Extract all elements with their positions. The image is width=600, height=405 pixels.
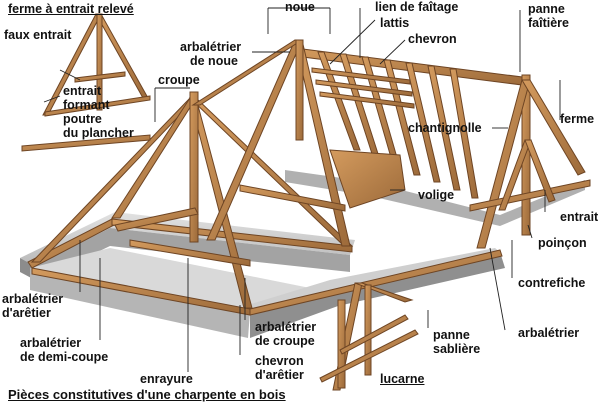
label-lattis: lattis (380, 16, 409, 30)
label-entrait-line2: formant (63, 98, 110, 112)
label-arbaletrier-croupe-line2: de croupe (255, 334, 315, 348)
label-entrait: entrait (560, 210, 598, 224)
label-entrait-line1: entrait (63, 84, 101, 98)
label-noue: noue (285, 0, 315, 14)
label-faux-entrait: faux entrait (4, 28, 71, 42)
label-enrayure: enrayure (140, 372, 193, 386)
label-arbaletrier-demi-coupe-line2: de demi-coupe (20, 350, 108, 364)
label-contrefiche: contrefiche (518, 276, 585, 290)
label-ferme: ferme (560, 112, 594, 126)
label-panne-faitiere-line1: panne (528, 2, 565, 16)
label-volige: volige (418, 188, 454, 202)
diagram-title: Pièces constitutives d'une charpente en … (8, 388, 286, 402)
label-arbaletrier-dareter-line1: arbalétrier (2, 292, 63, 306)
label-panne-sabliere-line1: panne (433, 328, 470, 342)
label-chevron: chevron (408, 32, 457, 46)
label-chevron-dareter-line2: d'arêtier (255, 368, 304, 382)
label-chantignolle: chantignolle (408, 121, 482, 135)
label-entrait-line4: du plancher (63, 126, 134, 140)
label-panne-faitiere-line2: faîtière (528, 16, 569, 30)
label-arbaletrier-noue-line1: arbalétrier (180, 40, 241, 54)
label-lucarne: lucarne (380, 372, 424, 386)
label-panne-sabliere-line2: sablière (433, 342, 480, 356)
label-arbaletrier-croupe-line1: arbalétrier (255, 320, 316, 334)
label-croupe: croupe (158, 73, 200, 87)
label-arbaletrier-demi-coupe-line1: arbalétrier (20, 336, 81, 350)
label-arbaletrier-right: arbalétrier (518, 326, 579, 340)
label-poincon: poinçon (538, 236, 587, 250)
label-lien-de-faitage: lien de faîtage (375, 0, 458, 14)
label-ferme-entrait-releve: ferme à entrait relevé (8, 2, 134, 16)
label-chevron-dareter-line1: chevron (255, 354, 304, 368)
label-arbaletrier-noue-line2: de noue (190, 54, 238, 68)
label-arbaletrier-dareter-line2: d'arêtier (2, 306, 51, 320)
label-entrait-line3: poutre (63, 112, 102, 126)
